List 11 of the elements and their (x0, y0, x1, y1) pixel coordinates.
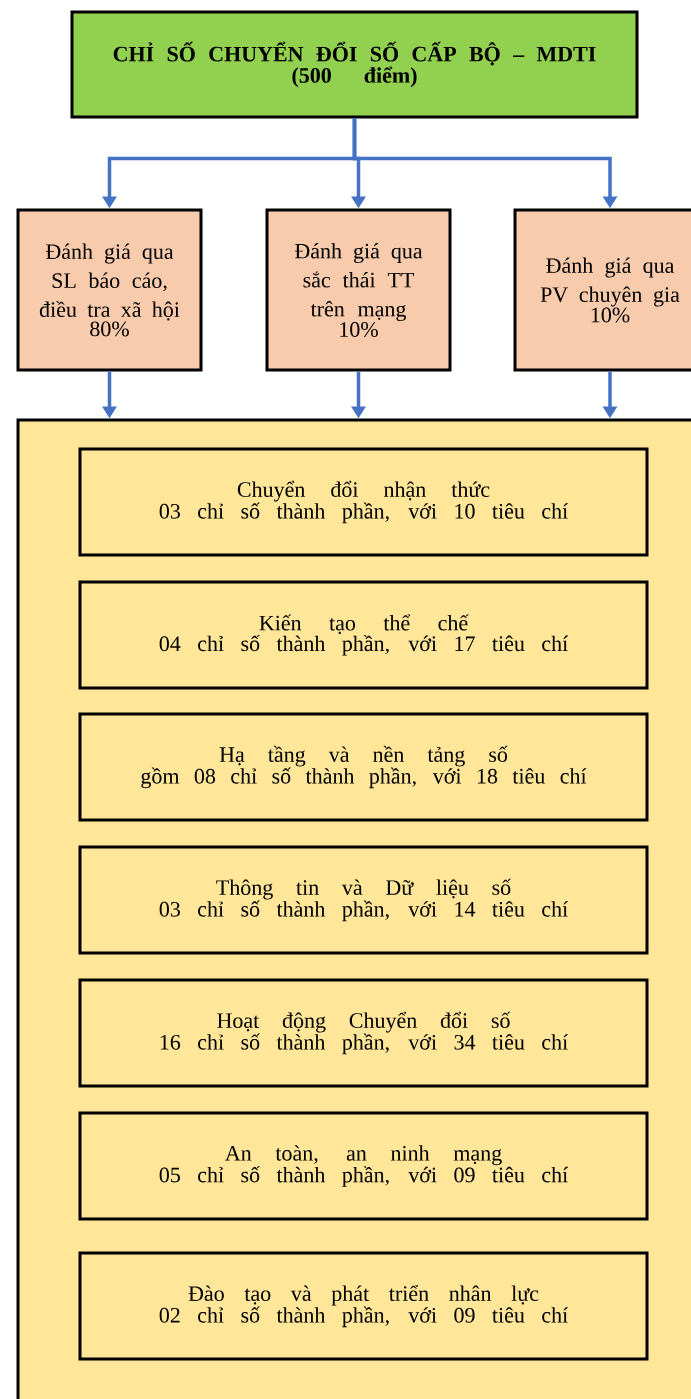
heading-box: CHỈ SỐ CHUYỂN ĐỔI SỐ CẤP BỘ – MDTI (500 điểm) (70, 10, 639, 119)
criterion-box: Chuyển đổi nhận thức 03 chỉ số thành phần, với 10 tiêu chí (78, 447, 649, 557)
criterion-box: Thông tin và Dữ liệu số 03 chỉ số thành phần, với 14 tiêu chí (78, 845, 649, 955)
criterion-box: Đào tạo và phát triển nhân lực 02 chỉ số thành phần, với 09 tiêu chí (78, 1251, 649, 1361)
criterion-box: Kiến tạo thể chế 04 chỉ số thành phần, với 17 tiêu chí (78, 580, 649, 690)
method-box: Đánh giá qua sắc thái TT trên mạng 10% (265, 208, 452, 372)
method-box: Đánh giá qua PV chuyên gia 10% (513, 208, 691, 372)
criterion-box: An toàn, an ninh mạng 05 chỉ số thành phần, với 09 tiêu chí (78, 1111, 649, 1221)
criterion-box: Hoạt động Chuyển đổi số 16 chỉ số thành phần, với 34 tiêu chí (78, 978, 649, 1088)
method-box: Đánh giá qua SL báo cáo, điều tra xã hội 80% (16, 208, 203, 372)
criterion-box: Hạ tầng và nền tảng số gồm 08 chỉ số thành phần, với 18 tiêu chí (78, 712, 649, 822)
